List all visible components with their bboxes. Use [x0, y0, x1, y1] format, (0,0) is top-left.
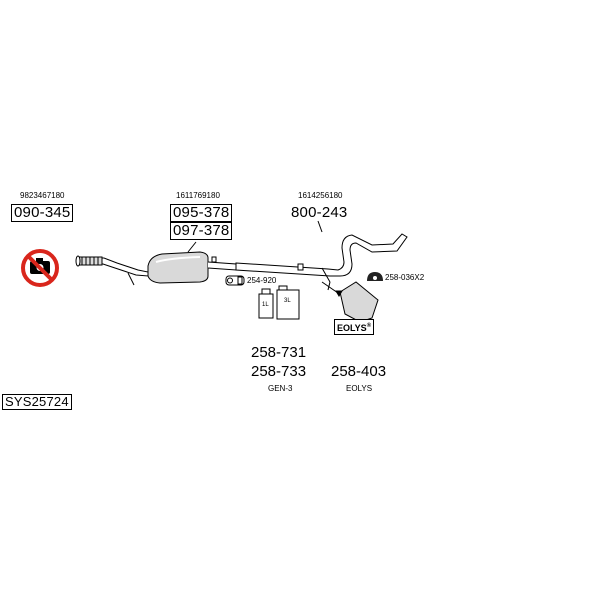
rear-pipe-part-number[interactable]: 800-243 — [291, 204, 348, 221]
eolys-badge: EOLYS® — [334, 319, 375, 335]
paste-cans-part[interactable] — [258, 285, 300, 320]
paste-part-number-a[interactable]: 258-731 — [251, 344, 307, 361]
silencer-part-number-a[interactable]: 095-378 — [170, 204, 233, 222]
front-pipe-oe-number: 9823467180 — [20, 191, 65, 200]
eolys-caption: EOLYS — [346, 384, 373, 393]
rear-pipe-part[interactable] — [235, 233, 408, 291]
eolys-badge-text: EOLYS — [337, 323, 367, 333]
paste-caption: GEN-3 — [268, 384, 293, 393]
no-camera-icon — [21, 249, 59, 287]
silencer-part-number-b[interactable]: 097-378 — [170, 222, 233, 240]
rubber-mount-part-number[interactable]: 258-036X2 — [385, 273, 425, 282]
clamp-part-number[interactable]: 254-920 — [247, 276, 277, 285]
registered-mark: ® — [366, 323, 372, 329]
rear-pipe-oe-number: 1614256180 — [298, 191, 343, 200]
front-pipe-part-number[interactable]: 090-345 — [11, 204, 74, 222]
can-small-label: 1L — [262, 302, 269, 308]
middle-silencer-part[interactable] — [147, 251, 237, 284]
rubber-mount-part[interactable] — [367, 272, 383, 281]
system-id: SYS25724 — [2, 394, 72, 410]
clamp-part[interactable] — [225, 275, 245, 286]
paste-part-number-b[interactable]: 258-733 — [251, 363, 307, 380]
silencer-oe-number: 1611769180 — [176, 191, 220, 200]
front-pipe-part[interactable] — [75, 255, 149, 286]
can-big-label: 3L — [284, 298, 291, 304]
eolys-bag-part[interactable] — [321, 281, 379, 323]
eolys-part-number[interactable]: 258-403 — [331, 363, 387, 380]
